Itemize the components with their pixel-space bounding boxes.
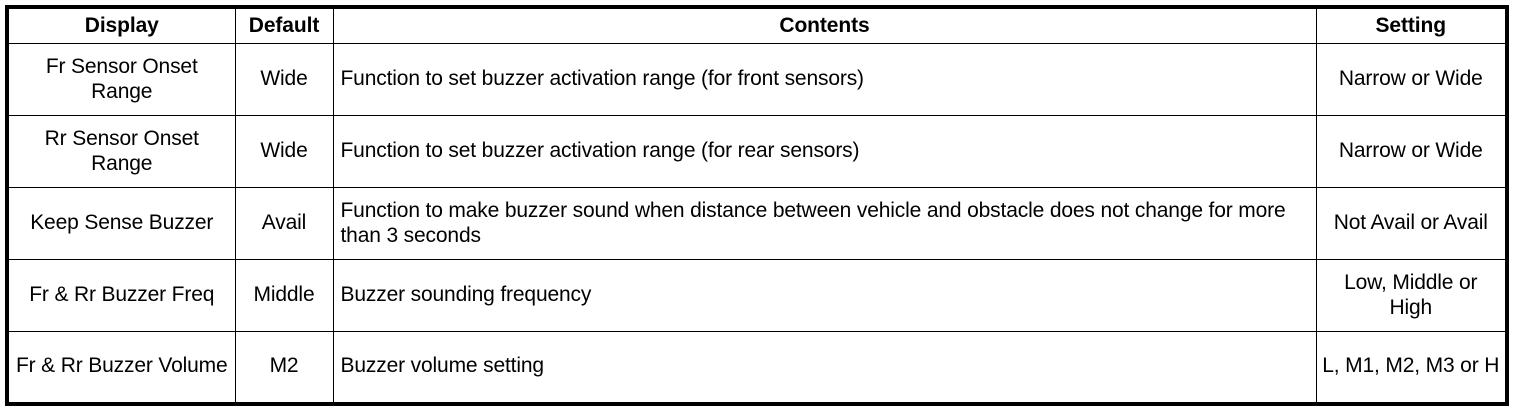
cell-default: Middle: [234, 259, 334, 332]
cell-display: Fr & Rr Buzzer Freq: [6, 259, 236, 332]
table-header-row: Display Default Contents Setting: [6, 6, 1508, 44]
cell-default: Wide: [234, 43, 334, 116]
cell-setting: Not Avail or Avail: [1315, 187, 1508, 260]
cell-contents: Function to make buzzer sound when dista…: [332, 187, 1317, 260]
cell-setting: Narrow or Wide: [1315, 43, 1508, 116]
cell-setting: L, M1, M2, M3 or H: [1315, 331, 1508, 404]
cell-display: Fr Sensor Onset Range: [6, 43, 236, 116]
cell-display: Fr & Rr Buzzer Volume: [6, 331, 236, 404]
column-header-display: Display: [6, 6, 236, 44]
table-header: Display Default Contents Setting: [6, 6, 1508, 44]
cell-setting: Narrow or Wide: [1315, 115, 1508, 188]
column-header-default: Default: [234, 6, 334, 44]
cell-contents: Buzzer sounding frequency: [332, 259, 1317, 332]
table-row: Fr & Rr Buzzer Freq Middle Buzzer soundi…: [6, 259, 1508, 332]
cell-default: Wide: [234, 115, 334, 188]
column-header-contents: Contents: [332, 6, 1317, 44]
cell-display: Keep Sense Buzzer: [6, 187, 236, 260]
table-row: Rr Sensor Onset Range Wide Function to s…: [6, 115, 1508, 188]
cell-contents: Function to set buzzer activation range …: [332, 43, 1317, 116]
cell-contents: Buzzer volume setting: [332, 331, 1317, 404]
cell-default: Avail: [234, 187, 334, 260]
table-row: Fr Sensor Onset Range Wide Function to s…: [6, 43, 1508, 116]
table-row: Fr & Rr Buzzer Volume M2 Buzzer volume s…: [6, 331, 1508, 404]
cell-display: Rr Sensor Onset Range: [6, 115, 236, 188]
settings-spec-table: Display Default Contents Setting Fr Sens…: [5, 5, 1509, 406]
column-header-setting: Setting: [1315, 6, 1508, 44]
cell-contents: Function to set buzzer activation range …: [332, 115, 1317, 188]
cell-setting: Low, Middle or High: [1315, 259, 1508, 332]
cell-default: M2: [234, 331, 334, 404]
table-row: Keep Sense Buzzer Avail Function to make…: [6, 187, 1508, 260]
table-body: Fr Sensor Onset Range Wide Function to s…: [6, 43, 1508, 404]
